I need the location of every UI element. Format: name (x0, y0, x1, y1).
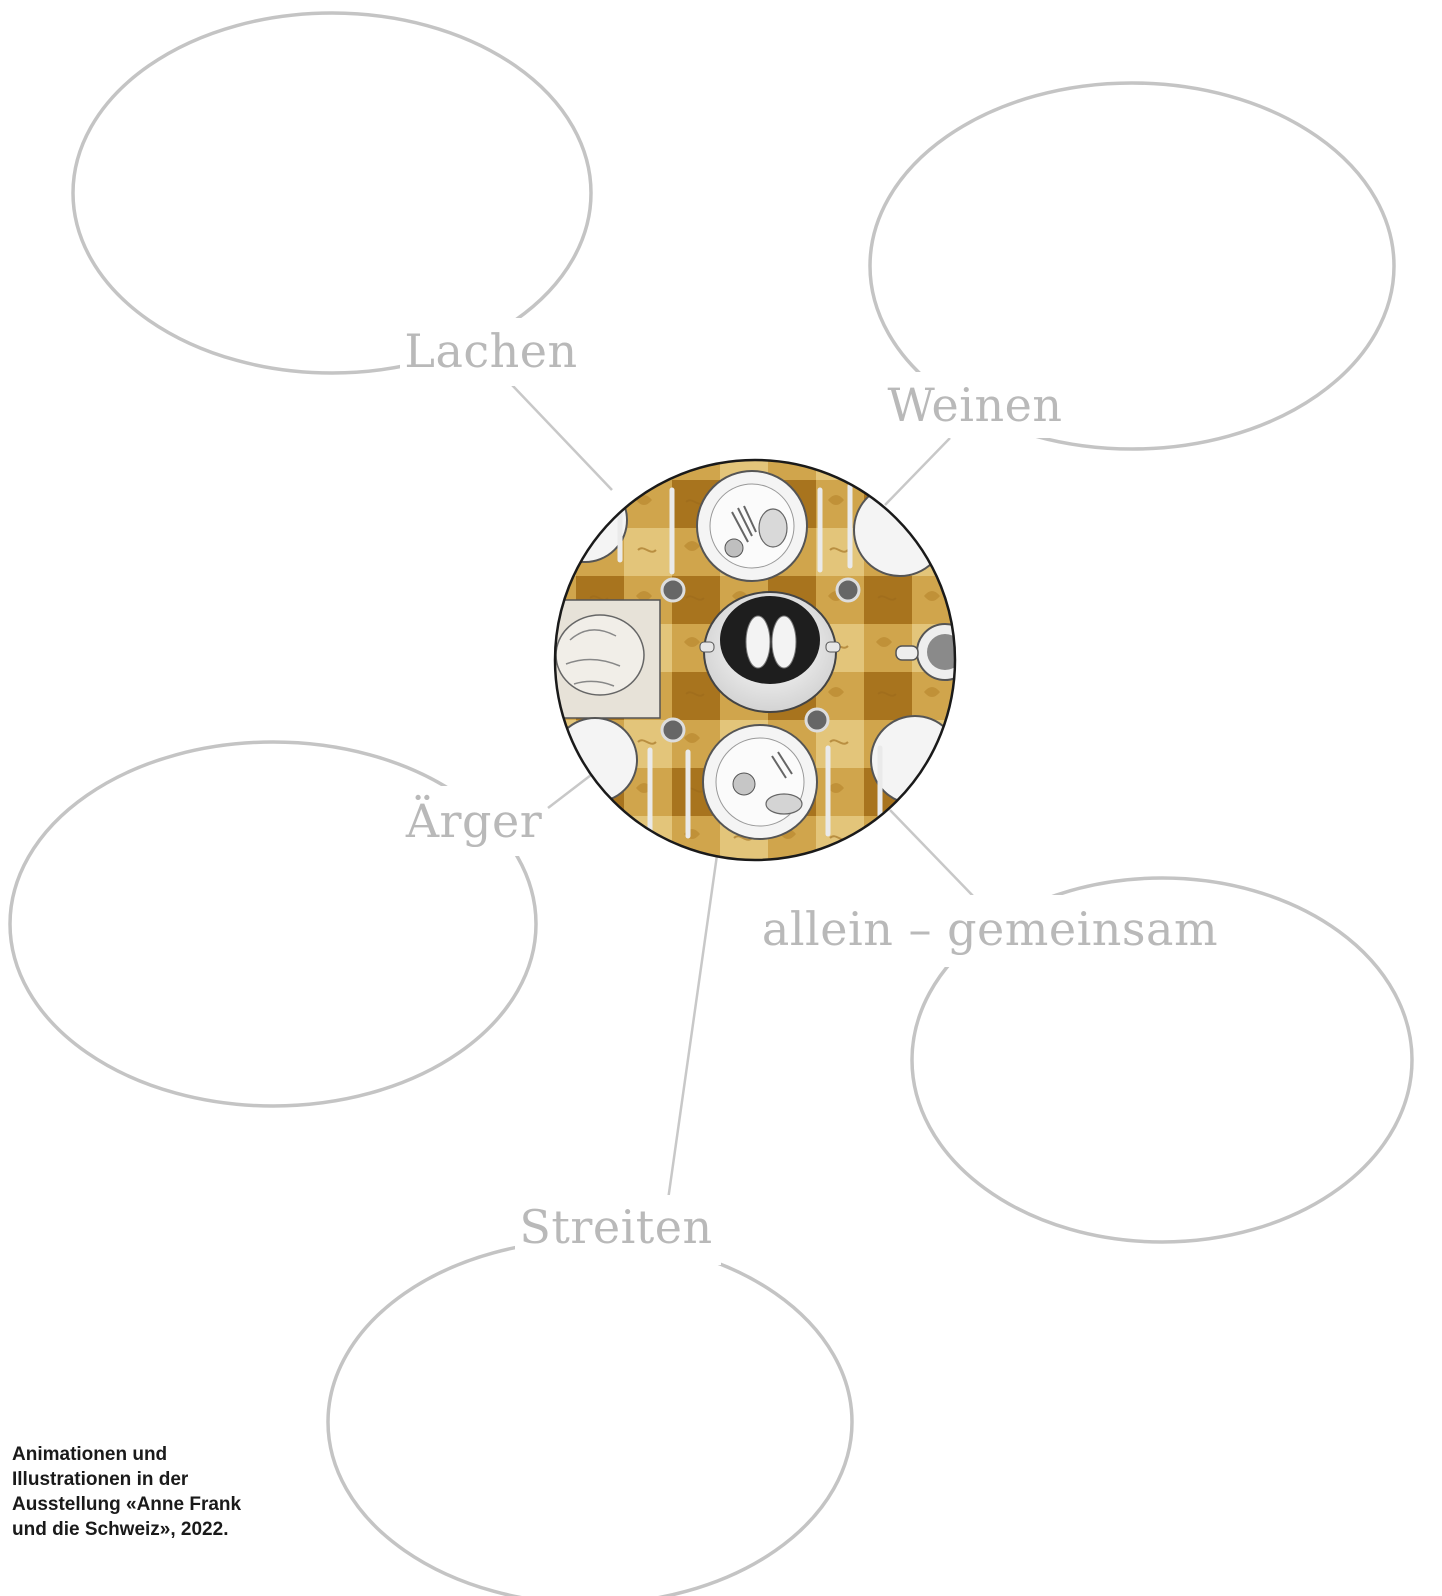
plate-icon (871, 716, 959, 804)
glass-icon (806, 709, 828, 731)
node-label-streiten: Streiten (519, 1200, 712, 1254)
plate-icon (553, 718, 637, 802)
connector-lachen (512, 385, 612, 490)
plate-icon (703, 725, 817, 839)
node-label-allein-gemeinsam: allein – gemeinsam (762, 902, 1218, 956)
glass-icon (662, 719, 684, 741)
bubble-streiten (328, 1240, 852, 1596)
node-label-aerger: Ärger (405, 794, 542, 848)
node-label-lachen: Lachen (404, 324, 577, 378)
plate-icon (697, 471, 807, 581)
connector-weinen (885, 438, 950, 505)
plate-icon (543, 478, 627, 562)
glass-icon (837, 579, 859, 601)
node-label-weinen: Weinen (888, 378, 1063, 432)
glass-icon (662, 579, 684, 601)
bread-icon (548, 600, 660, 718)
connector-allein-gemeinsam (890, 810, 975, 898)
center-illustration (540, 450, 973, 870)
connector-streiten (668, 848, 718, 1200)
plate-icon (854, 484, 946, 576)
image-credit-caption: Animationen und Illustrationen in der Au… (12, 1442, 242, 1542)
